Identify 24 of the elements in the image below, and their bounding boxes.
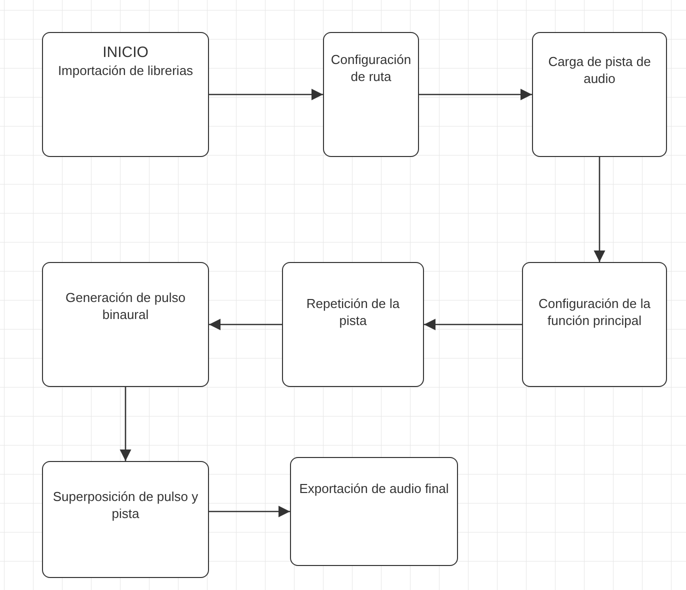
box-text: Repetición de la pista — [305, 295, 401, 329]
box-heading: INICIO — [102, 43, 148, 62]
arrow — [209, 318, 282, 330]
process-box — [42, 32, 209, 157]
box-text: Carga de pista de audio — [547, 53, 652, 87]
arrow — [209, 88, 323, 100]
process-box — [290, 457, 458, 566]
arrow — [419, 88, 532, 100]
process-box — [42, 461, 209, 578]
box-text: Configuración de la función principal — [537, 295, 652, 329]
box-text: Exportación de audio final — [299, 480, 449, 497]
box-text: Generación de pulso binaural — [64, 289, 186, 323]
box-text: Superposición de pulso y pista — [52, 488, 200, 522]
box-text: Configuración de ruta — [330, 51, 412, 85]
box-text: Importación de librerias — [58, 62, 194, 79]
process-box — [532, 32, 667, 157]
arrow — [424, 318, 522, 330]
arrow — [120, 387, 132, 461]
process-box — [282, 262, 424, 387]
process-box — [522, 262, 667, 387]
process-box — [323, 32, 419, 157]
arrow — [209, 506, 290, 518]
arrow — [594, 157, 606, 262]
process-box — [42, 262, 209, 387]
